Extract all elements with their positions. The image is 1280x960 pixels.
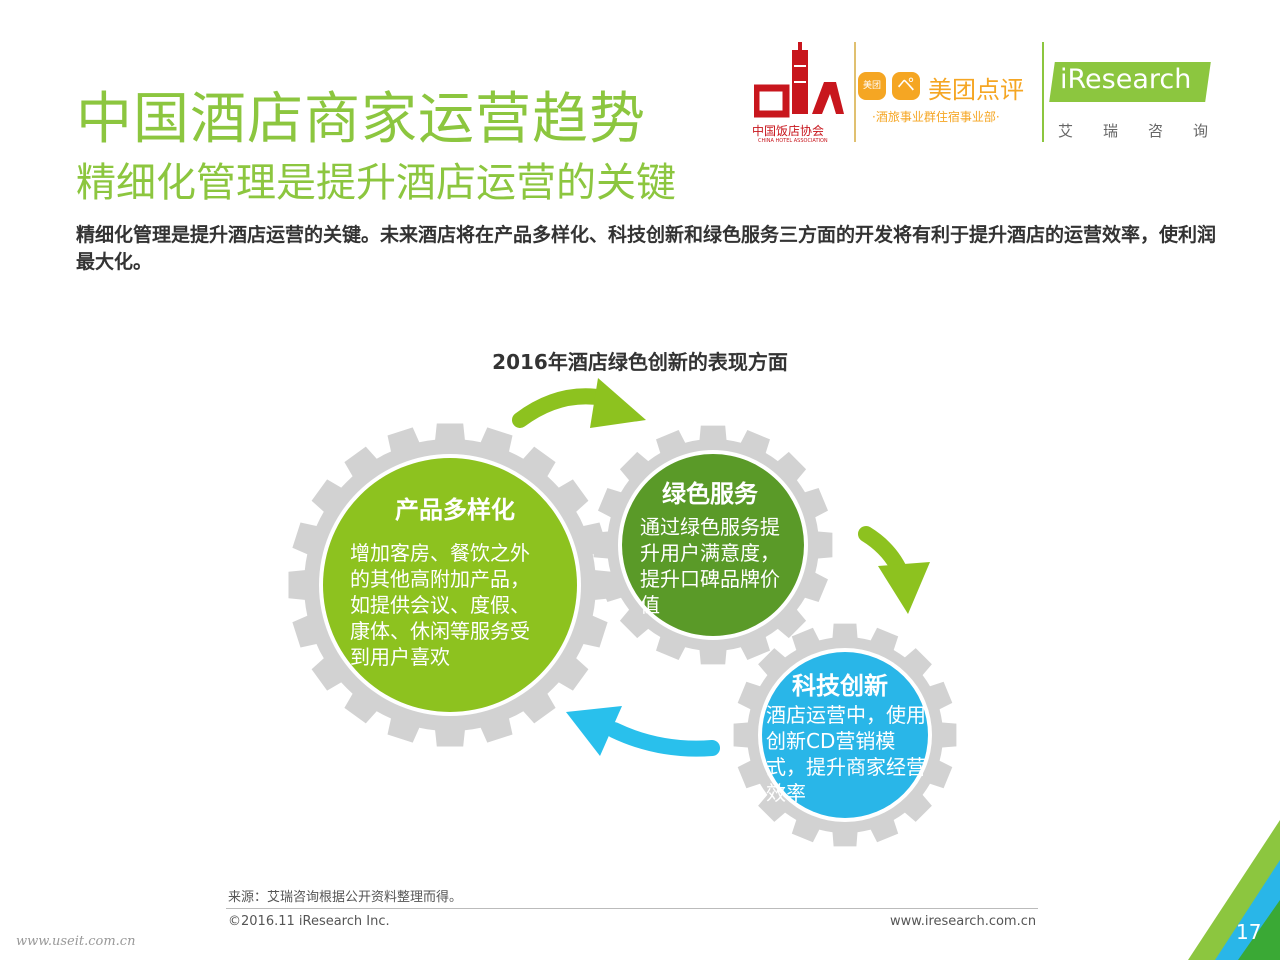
meituan-dianping-logo: 美团 ペ 美团点评 ·酒旅事业群住宿事业部·	[858, 68, 1038, 128]
page-title: 中国酒店商家运营趋势	[76, 87, 646, 152]
cycle-arrowhead-top	[590, 378, 646, 428]
page-number: 17	[1236, 920, 1262, 944]
cha-name: 中国饭店协会	[752, 124, 825, 138]
china-hotel-association-logo: 中国饭店协会 CHINA HOTEL ASSOCIATION	[744, 40, 852, 152]
dianping-badge: ペ	[892, 72, 920, 100]
gear-layer	[288, 423, 957, 847]
gear-product-label: 产品多样化	[395, 496, 515, 524]
meituan-badge: 美团	[858, 72, 886, 100]
cycle-arrowhead-bottom	[566, 706, 622, 756]
copyright: ©2016.11 iResearch Inc.	[228, 914, 390, 929]
iresearch-name: iResearch	[1060, 64, 1192, 95]
iresearch-cn: 艾瑞咨询	[1058, 122, 1239, 140]
iresearch-logo: iResearch 艾瑞咨询	[1049, 58, 1224, 148]
meituan-sub: ·酒旅事业群住宿事业部·	[872, 110, 1000, 124]
page-description: 精细化管理是提升酒店运营的关键。未来酒店将在产品多样化、科技创新和绿色服务三方面…	[76, 224, 1217, 273]
meituan-name: 美团点评	[928, 76, 1024, 104]
partner-logos: 中国饭店协会 CHINA HOTEL ASSOCIATION 美团 ペ 美团点评…	[744, 40, 1224, 152]
gear-tech-text: 酒店运营中，使用创新CD营销模式，提升商家经营效率	[766, 703, 926, 805]
gear-green-text: 通过绿色服务提升用户满意度，提升口碑品牌价值	[640, 515, 780, 617]
cycle-arrowhead-right	[878, 562, 930, 614]
cha-sub: CHINA HOTEL ASSOCIATION	[758, 138, 828, 144]
divider	[854, 42, 856, 142]
footer-divider	[226, 908, 1038, 909]
page-subtitle: 精细化管理是提升酒店运营的关键	[76, 160, 676, 206]
gear-tech-label: 科技创新	[792, 672, 888, 700]
cycle-arrow-top	[512, 388, 612, 428]
cycle-arrow-bottom	[606, 722, 720, 757]
page-corner-triangle-3	[1238, 900, 1280, 960]
source-note: 来源：艾瑞咨询根据公开资料整理而得。	[228, 890, 463, 905]
divider	[1042, 42, 1044, 142]
gear-green-label: 绿色服务	[662, 480, 758, 508]
gear-product-body	[323, 458, 577, 712]
gear-tech-body	[762, 652, 928, 818]
gear-product-text: 增加客房、餐饮之外的其他高附加产品，如提供会议、度假、康体、休闲等服务受到用户喜…	[350, 541, 530, 669]
website-link[interactable]: www.iresearch.com.cn	[890, 914, 1037, 929]
watermark: www.useit.com.cn	[16, 934, 136, 949]
gear-green-body	[622, 454, 804, 636]
diagram-title: 2016年酒店绿色创新的表现方面	[492, 350, 788, 374]
